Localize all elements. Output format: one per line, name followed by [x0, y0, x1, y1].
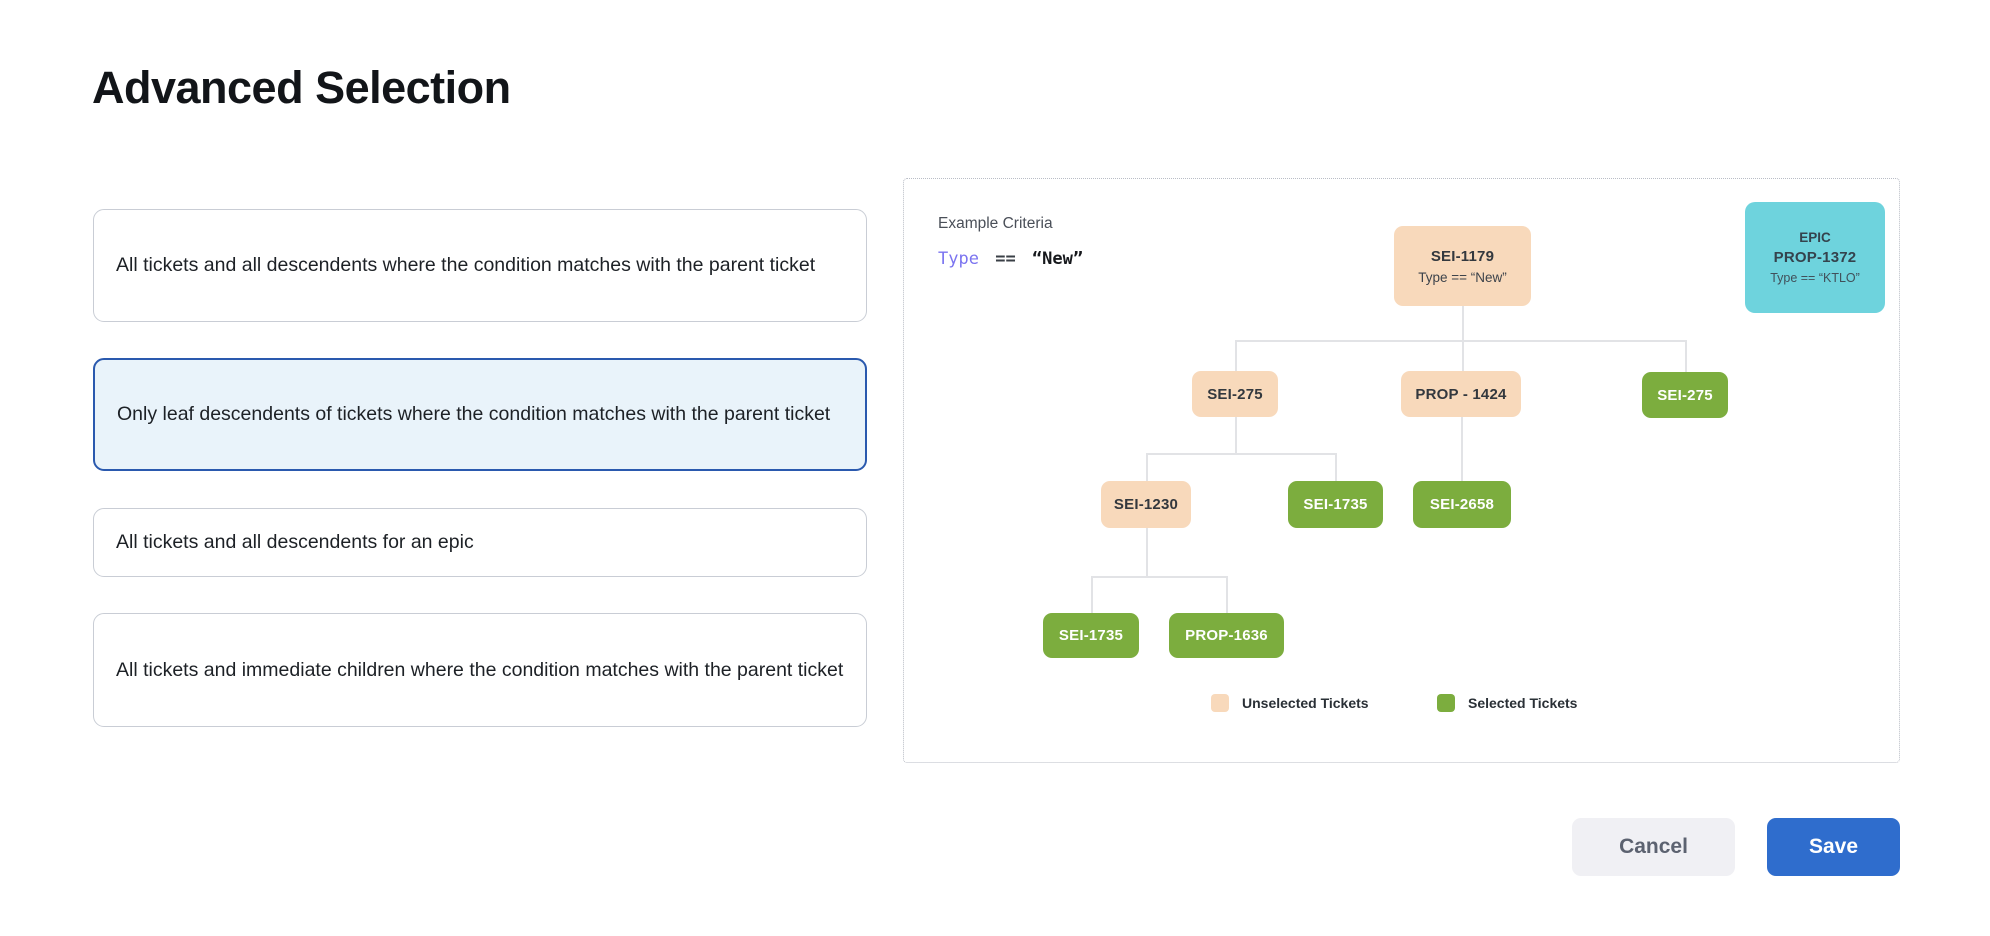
- tree-connector: [1226, 576, 1228, 613]
- option-label: All tickets and all descendents where th…: [116, 254, 816, 276]
- option-all-descendents-condition[interactable]: All tickets and all descendents where th…: [93, 209, 867, 322]
- option-label: Only leaf descendents of tickets where t…: [117, 403, 831, 425]
- page-title: Advanced Selection: [92, 62, 511, 113]
- unselected-swatch-icon: [1211, 694, 1229, 712]
- tree-connector: [1235, 417, 1237, 453]
- tree-connector: [1335, 453, 1337, 481]
- tree-node-sei-1735-mid: SEI-1735: [1288, 481, 1383, 528]
- tree-connector: [1461, 417, 1463, 481]
- tree-connector: [1462, 306, 1464, 371]
- tree-connector: [1235, 340, 1685, 342]
- tree-connector: [1146, 453, 1148, 481]
- tree-node-sei-275-unselected: SEI-275: [1192, 371, 1278, 417]
- tree-connector: [1091, 576, 1093, 613]
- tree-node-id: SEI-1735: [1303, 496, 1368, 513]
- tree-node-sei-1179: SEI-1179 Type == “New”: [1394, 226, 1531, 306]
- criteria-operator: ==: [995, 249, 1016, 269]
- criteria-value: “New”: [1031, 249, 1084, 269]
- tree-node-sei-1230: SEI-1230: [1101, 481, 1191, 528]
- legend-label: Selected Tickets: [1468, 695, 1578, 711]
- tree-node-prop-1424: PROP - 1424: [1401, 371, 1521, 417]
- epic-condition: Type == “KTLO”: [1770, 271, 1860, 285]
- option-leaf-descendents-condition[interactable]: Only leaf descendents of tickets where t…: [93, 358, 867, 471]
- save-button[interactable]: Save: [1767, 818, 1900, 876]
- tree-connector: [1235, 340, 1237, 371]
- legend-selected-tickets: Selected Tickets: [1437, 694, 1577, 712]
- tree-node-sei-1735-bottom: SEI-1735: [1043, 613, 1139, 658]
- example-panel: Example Criteria Type == “New” EPIC PROP…: [903, 178, 1900, 763]
- tree-node-id: SEI-275: [1657, 386, 1713, 404]
- option-label: All tickets and immediate children where…: [116, 658, 844, 681]
- tree-node-id: SEI-1179: [1430, 247, 1495, 265]
- epic-card: EPIC PROP-1372 Type == “KTLO”: [1745, 202, 1885, 313]
- tree-node-id: SEI-1230: [1113, 496, 1179, 513]
- option-label: All tickets and all descendents for an e…: [116, 531, 474, 553]
- option-immediate-children-condition[interactable]: All tickets and immediate children where…: [93, 613, 867, 727]
- example-criteria-expression: Type == “New”: [938, 249, 1083, 269]
- tree-node-id: SEI-2658: [1429, 496, 1495, 513]
- tree-connector: [1146, 528, 1148, 576]
- tree-node-sei-275-selected: SEI-275: [1642, 372, 1728, 418]
- tree-connector: [1146, 453, 1335, 455]
- legend-label: Unselected Tickets: [1242, 695, 1369, 711]
- criteria-field: Type: [938, 249, 979, 269]
- tree-node-condition: Type == “New”: [1418, 269, 1507, 285]
- epic-id: PROP-1372: [1773, 249, 1857, 266]
- tree-node-id: PROP - 1424: [1415, 385, 1507, 403]
- tree-node-id: PROP-1636: [1185, 627, 1268, 644]
- legend-unselected-tickets: Unselected Tickets: [1211, 694, 1369, 712]
- cancel-button[interactable]: Cancel: [1572, 818, 1735, 876]
- epic-type-label: EPIC: [1799, 230, 1831, 245]
- tree-node-sei-2658: SEI-2658: [1413, 481, 1511, 528]
- selected-swatch-icon: [1437, 694, 1455, 712]
- example-criteria-heading: Example Criteria: [938, 215, 1053, 232]
- tree-connector: [1685, 340, 1687, 372]
- option-all-descendents-epic[interactable]: All tickets and all descendents for an e…: [93, 508, 867, 577]
- tree-node-prop-1636: PROP-1636: [1169, 613, 1284, 658]
- tree-node-id: SEI-1735: [1058, 627, 1124, 644]
- tree-connector: [1091, 576, 1226, 578]
- tree-node-id: SEI-275: [1207, 385, 1263, 403]
